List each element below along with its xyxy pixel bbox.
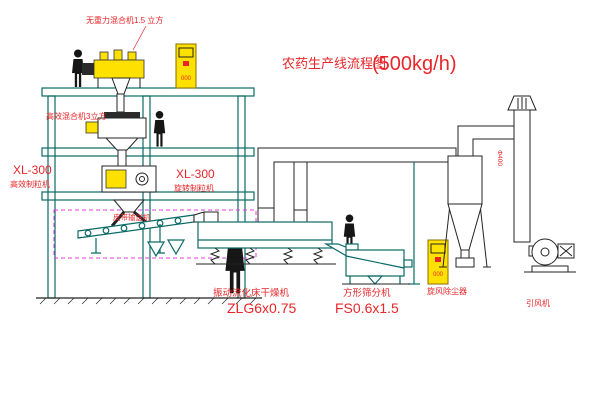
dryer-spring <box>282 247 294 265</box>
mixer-side-motor <box>85 121 99 134</box>
conveyor-roller <box>84 229 92 237</box>
cyclone-dust-spout <box>460 249 470 259</box>
sieve-body <box>345 249 405 277</box>
hopper-right <box>166 239 186 256</box>
mixer-nozzle <box>99 51 109 61</box>
granulator-roller-hub <box>139 176 145 182</box>
mixer-discharge-cone <box>111 77 131 95</box>
label-leader-line <box>132 25 147 51</box>
floor-second <box>41 147 255 157</box>
cyclone-separator <box>439 125 515 268</box>
fluid-bed-dryer <box>196 207 360 265</box>
mixer-body <box>97 117 147 139</box>
belt-conveyor <box>77 211 214 258</box>
label-duct-size: Φ400 <box>496 150 503 166</box>
conveyor-roller <box>138 222 146 230</box>
mixer-down-pipe <box>117 149 127 167</box>
drawing-title: 农药生产线流程图 (500kg/h) <box>282 53 457 75</box>
building-structure <box>36 87 262 305</box>
stack-column <box>513 109 531 243</box>
label-fan: 引风机 <box>526 298 550 308</box>
label-gravity-mixer: 无重力混合机1.5 立方 <box>86 15 163 25</box>
dryer-outlet-stub-1 <box>257 207 275 223</box>
label-dryer-name: 振动流化床干燥机 <box>213 287 290 299</box>
conveyor-roller <box>120 224 128 232</box>
cyclone-outlet-duct <box>457 125 515 157</box>
motor-hatch <box>559 245 573 257</box>
title-capacity: (500kg/h) <box>372 53 457 75</box>
granulator-y-pipes <box>110 210 147 227</box>
sieve-screen <box>345 255 405 269</box>
dryer-spring <box>312 247 324 265</box>
sieve-side-outlet <box>403 259 413 268</box>
duct-riser-2 <box>293 161 308 211</box>
high-efficiency-mixer <box>85 112 147 167</box>
dryer-spring <box>209 247 221 265</box>
granulator-roller <box>135 172 149 186</box>
label-granulator-center-name: 旋转制粒机 <box>174 183 214 193</box>
cabinet-indicator <box>183 61 189 66</box>
mixer-motor <box>82 63 94 75</box>
floor-top <box>41 87 255 97</box>
label-high-mixer: 高效混合机3立方 <box>46 111 106 121</box>
cabinet-label: 000 <box>181 76 192 82</box>
duct-header-and-riser <box>257 147 457 209</box>
label-granulator-left-name: 高效制粒机 <box>10 179 50 189</box>
ground-hatch <box>39 297 257 305</box>
rotary-granulator <box>101 165 157 227</box>
square-sieve <box>342 243 413 285</box>
dryer-inlet-stub <box>203 211 219 223</box>
dryer-spring <box>244 247 256 265</box>
person-second-floor <box>153 110 166 147</box>
fan-base <box>531 265 569 273</box>
floor-third <box>41 191 255 201</box>
mixer-top-drive <box>104 112 140 118</box>
sieve-legs <box>349 276 401 284</box>
mixer-down-pipe <box>116 93 125 113</box>
mixer-nozzle <box>113 49 123 61</box>
label-granulator-left-model: XL-300 <box>13 163 52 177</box>
label-belt-conveyor: 皮带输送机 <box>113 212 151 222</box>
title-text: 农药生产线流程图 <box>282 56 386 71</box>
exhaust-stack <box>507 95 537 243</box>
cabinet-indicator <box>435 257 441 262</box>
sieve-bottom-outlet <box>366 275 384 285</box>
label-cyclone: 旋风除尘器 <box>427 286 467 296</box>
conveyor-roller <box>174 217 182 225</box>
conveyor-roller <box>102 227 110 235</box>
cap-hatch <box>517 97 527 109</box>
label-sieve-model: FS0.6x1.5 <box>335 300 399 316</box>
conveyor-legs <box>91 224 165 254</box>
cyclone-rotary-valve <box>455 257 475 268</box>
cabinet-label: 000 <box>433 272 444 278</box>
mixer-cone <box>104 137 140 151</box>
cyclone-barrel <box>447 155 483 205</box>
label-dryer-model: ZLG6x0.75 <box>227 300 296 316</box>
mixer-nozzle <box>127 51 137 61</box>
control-cabinet-top: 000 <box>175 43 197 89</box>
hopper-left <box>146 241 166 258</box>
column-left <box>47 95 56 299</box>
label-granulator-center-model: XL-300 <box>176 167 215 181</box>
granulator-panel <box>105 169 127 189</box>
control-cabinet-right: 000 <box>427 239 449 285</box>
sieve-inlet <box>345 243 359 251</box>
annotations: 无重力混合机1.5 立方 高效混合机3立方 XL-300 高效制粒机 XL-30… <box>10 15 550 316</box>
label-sieve-name: 方形筛分机 <box>343 287 391 299</box>
induced-draft-fan <box>524 238 576 273</box>
cyclone-cone <box>447 203 483 251</box>
cyclone-legs <box>439 203 491 268</box>
gravity-free-mixer <box>82 49 145 113</box>
dryer-body <box>197 221 333 249</box>
mixer-body <box>93 59 145 79</box>
fan-volute <box>531 238 559 266</box>
cabinet-screen <box>178 47 194 58</box>
fan-hub <box>540 247 550 257</box>
dryer-outlet-stub-2 <box>293 209 308 223</box>
